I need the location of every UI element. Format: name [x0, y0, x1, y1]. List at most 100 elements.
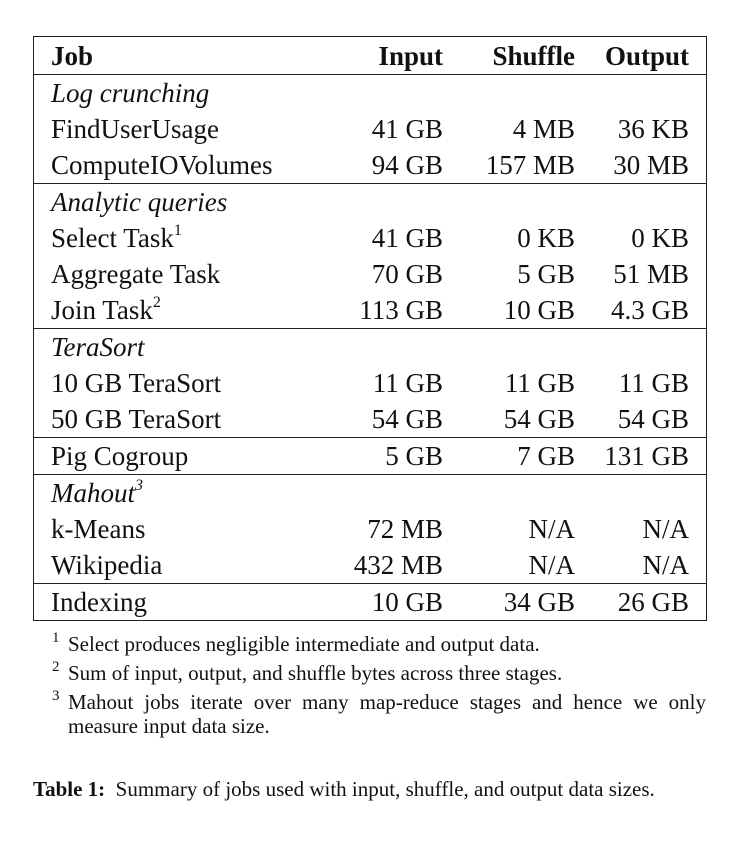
output-size-cell: 131 GB: [575, 437, 707, 475]
shuffle-size-cell-text: 7 GB: [517, 441, 575, 471]
shuffle-size-cell: 10 GB: [443, 292, 575, 329]
job-name-cell: Wikipedia: [34, 547, 324, 584]
job-name-cell-text: Aggregate Task: [51, 259, 221, 289]
input-size-cell-text: 94 GB: [371, 150, 443, 180]
section-title-text: Analytic queries: [51, 187, 228, 217]
table-row: Indexing 10 GB 34 GB 26 GB: [33, 583, 707, 621]
input-size-cell: 10 GB: [323, 583, 443, 621]
job-name-cell-text: Join Task: [51, 295, 153, 325]
shuffle-size-cell-text: 34 GB: [503, 587, 575, 617]
job-name-cell-text: Indexing: [51, 587, 147, 617]
section-title-row: Mahout3: [33, 474, 707, 511]
job-name-cell: Aggregate Task: [34, 256, 324, 292]
footnote: 3 Mahout jobs iterate over many map-reduc…: [52, 688, 706, 738]
output-size-cell: 0 KB: [575, 220, 707, 256]
input-size-cell-text: 54 GB: [371, 404, 443, 434]
footnote-text: Mahout jobs iterate over many map-reduce…: [68, 690, 706, 738]
output-size-cell-text: 54 GB: [617, 404, 689, 434]
header-row: Job Input Shuffle Output: [33, 36, 707, 75]
header-input: Input: [323, 36, 443, 75]
shuffle-size-cell: N/A: [443, 511, 576, 547]
shuffle-size-cell: N/A: [443, 547, 576, 584]
header-output: Output: [575, 36, 707, 75]
job-name-cell: k-Means: [34, 511, 324, 547]
job-name-cell-text: k-Means: [51, 514, 146, 544]
input-size-cell: 41 GB: [323, 220, 443, 256]
job-name-cell-text: Wikipedia: [51, 550, 163, 580]
shuffle-size-cell-text: 0 KB: [517, 223, 575, 253]
input-size-cell: 41 GB: [323, 111, 443, 147]
input-size-cell-text: 5 GB: [385, 441, 443, 471]
output-size-cell-text: 30 MB: [613, 150, 689, 180]
input-size-cell-text: 113 GB: [359, 295, 443, 325]
shuffle-size-cell: 7 GB: [443, 437, 575, 475]
output-size-cell: 54 GB: [575, 401, 707, 438]
output-size-cell: 4.3 GB: [575, 292, 707, 329]
footnote-text: Sum of input, output, and shuffle bytes …: [68, 661, 563, 685]
input-size-cell: 72 MB: [323, 511, 443, 547]
job-name-cell: Pig Cogroup: [33, 437, 323, 475]
shuffle-size-cell: 157 MB: [443, 147, 575, 184]
section-title-text: TeraSort: [51, 332, 145, 362]
footnote-mark: 3: [52, 688, 60, 704]
shuffle-size-cell: 11 GB: [443, 365, 575, 401]
input-size-cell: 5 GB: [323, 437, 443, 475]
output-size-cell: 26 GB: [575, 583, 707, 621]
input-size-cell: 432 MB: [323, 547, 443, 584]
shuffle-size-cell: 4 MB: [443, 111, 575, 147]
footnote-marker: 3: [135, 477, 143, 494]
section-title-row: Analytic queries: [33, 183, 707, 220]
shuffle-size-cell-text: N/A: [528, 550, 576, 580]
section-title: Log crunching: [34, 75, 707, 112]
footnote: 2 Sum of input, output, and shuffle bytes…: [52, 659, 706, 685]
footnote-marker: 2: [152, 294, 161, 311]
job-name-cell-text: Pig Cogroup: [51, 441, 189, 471]
footnote-mark: 2: [52, 659, 60, 675]
input-size-cell: 54 GB: [323, 401, 443, 438]
job-name-cell: Select Task1: [34, 220, 324, 256]
output-size-cell-text: N/A: [642, 550, 690, 580]
shuffle-size-cell-text: 157 MB: [485, 150, 575, 180]
table-section: Indexing 10 GB 34 GB 26 GB: [33, 583, 707, 621]
section-title: Mahout3: [33, 474, 707, 511]
section-title-row: TeraSort: [33, 328, 707, 365]
shuffle-size-cell-text: 4 MB: [512, 114, 575, 144]
job-name-cell: 10 GB TeraSort: [34, 365, 324, 401]
job-name-cell: Join Task2: [34, 292, 324, 329]
output-size-cell: 11 GB: [575, 365, 707, 401]
job-name-cell: Indexing: [33, 583, 323, 621]
job-name-cell-text: 50 GB TeraSort: [51, 404, 222, 434]
output-size-cell-text: 0 KB: [631, 223, 689, 253]
output-size-cell-text: 11 GB: [618, 368, 689, 398]
output-size-cell-text: 51 MB: [613, 259, 689, 289]
input-size-cell-text: 432 MB: [353, 550, 443, 580]
output-size-cell: 51 MB: [575, 256, 707, 292]
shuffle-size-cell: 5 GB: [443, 256, 575, 292]
output-size-cell-text: 26 GB: [617, 587, 689, 617]
section-title: Analytic queries: [33, 183, 707, 220]
input-size-cell-text: 11 GB: [372, 368, 443, 398]
job-name-cell-text: Select Task: [51, 223, 174, 253]
table-caption: Table 1: Summary of jobs used with input…: [33, 775, 707, 803]
input-size-cell-text: 72 MB: [367, 514, 443, 544]
job-name-cell-text: ComputeIOVolumes: [51, 150, 273, 180]
input-size-cell: 11 GB: [323, 365, 443, 401]
job-name-cell-text: FindUserUsage: [51, 114, 219, 144]
job-name-cell: ComputeIOVolumes: [34, 147, 324, 184]
caption-label: Table 1:: [33, 777, 106, 801]
